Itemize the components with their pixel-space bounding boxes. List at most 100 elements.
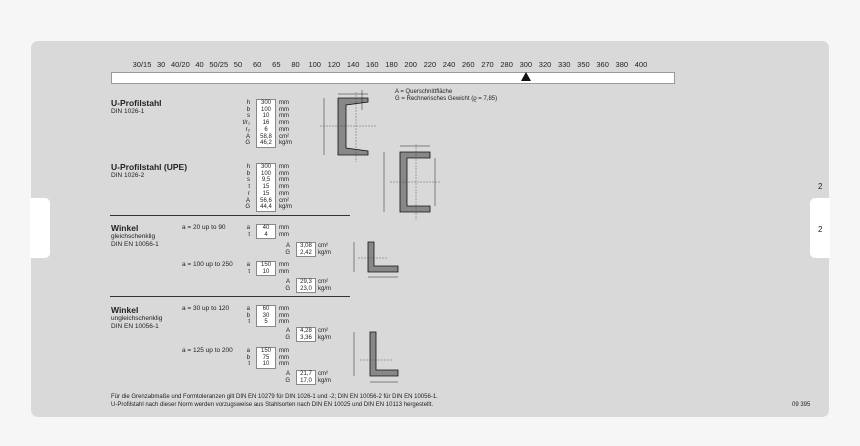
list-item: G	[245, 140, 250, 147]
scale-tick-label: 65	[272, 60, 281, 69]
list-item: a	[246, 348, 250, 354]
left-slider-tab[interactable]	[30, 198, 50, 258]
list-item: kg/m	[318, 249, 332, 256]
product-code: 09 395	[792, 402, 811, 408]
list-item: 2,42	[300, 249, 312, 256]
list-item: 60	[262, 306, 270, 312]
list-item: 21,7	[300, 371, 312, 377]
list-item: 44,4	[260, 204, 272, 211]
list-item: 15	[262, 190, 270, 197]
list-item: 5	[264, 319, 268, 326]
winkel-gleich-type: gleichschenklig	[111, 233, 156, 240]
list-item: mm	[279, 348, 289, 354]
list-item: mm	[279, 312, 289, 319]
section-title-upe: U-Profilstahl (UPE)	[111, 162, 188, 172]
legend-area: A = Querschnittfläche	[395, 89, 453, 95]
list-item: kg/m	[279, 140, 293, 147]
winkel-gleich-standard: DIN EN 10056-1	[111, 241, 159, 248]
section-standard-u: DIN 1026-1	[111, 108, 145, 115]
section-title-winkel-gleich: Winkel	[111, 223, 139, 233]
list-item: r₂	[245, 126, 250, 133]
section-sub-winkel-ungleich: ungleichschenklig DIN EN 10056-1	[111, 315, 162, 331]
list-item: t/r₁	[242, 120, 250, 127]
scale-tick-label: 260	[462, 60, 475, 69]
scale-marker-triangle[interactable]	[520, 72, 531, 81]
list-item: 17,0	[300, 377, 312, 384]
scale-tick-label: 280	[500, 60, 513, 69]
scale-tick-label: 400	[634, 60, 648, 69]
list-item: mm	[279, 190, 289, 197]
list-item: mm	[279, 120, 289, 127]
list-item: G	[285, 334, 290, 341]
scale-tick-label: 140	[346, 60, 360, 69]
list-item: 15	[262, 184, 270, 191]
slider-scale-window[interactable]	[111, 72, 675, 84]
scale-tick-label: 160	[366, 60, 379, 69]
list-item: b	[246, 312, 250, 319]
scale-tick-label: 120	[327, 60, 341, 69]
divider	[110, 296, 350, 297]
list-item: A	[245, 133, 250, 140]
legend-weight: G = Rechnerisches Gewicht (ϱ = 7,85)	[395, 96, 498, 102]
list-item: h	[246, 164, 250, 170]
equal-angle-diagram	[353, 241, 399, 278]
right-slider-tab[interactable]	[810, 198, 830, 258]
list-item: mm	[279, 306, 289, 312]
list-item: G	[285, 285, 290, 292]
list-item: mm	[279, 184, 289, 191]
list-item: 10	[262, 361, 270, 368]
list-item: mm	[279, 126, 289, 133]
range-winkel-gleich-b: a = 100 up to 250	[182, 261, 233, 268]
list-item: kg/m	[318, 334, 332, 341]
list-item: 56,6	[260, 197, 272, 204]
list-item: mm	[279, 262, 289, 268]
list-item: cm²	[279, 133, 289, 140]
list-item: h	[246, 100, 250, 106]
list-item: s	[247, 177, 250, 184]
page-number-outside: 2	[818, 182, 823, 191]
list-item: G	[245, 204, 250, 211]
list-item: 29,3	[300, 279, 312, 285]
range-winkel-ungleich-a: a = 30 up to 120	[182, 305, 230, 312]
list-item: 100	[260, 170, 271, 177]
list-item: a	[246, 262, 250, 268]
list-item: t	[248, 319, 250, 326]
list-item: A	[285, 279, 290, 285]
list-item: 10	[262, 268, 270, 275]
list-item: b	[246, 106, 250, 113]
list-item: t	[248, 361, 250, 368]
list-item: mm	[279, 100, 289, 106]
winkel-ungleich-standard: DIN EN 10056-1	[111, 323, 159, 330]
scale-tick-label: 200	[404, 60, 417, 69]
list-item: cm²	[318, 243, 328, 249]
list-item: r	[248, 190, 250, 197]
list-item: t	[248, 231, 250, 238]
list-item: mm	[279, 231, 289, 238]
list-item: 9,5	[261, 177, 271, 184]
list-item: cm²	[318, 279, 328, 285]
footnote-line-2: U-Profilstahl nach dieser Norm werden vo…	[111, 401, 434, 408]
list-item: 3,36	[300, 334, 312, 341]
list-item: A	[285, 371, 290, 377]
